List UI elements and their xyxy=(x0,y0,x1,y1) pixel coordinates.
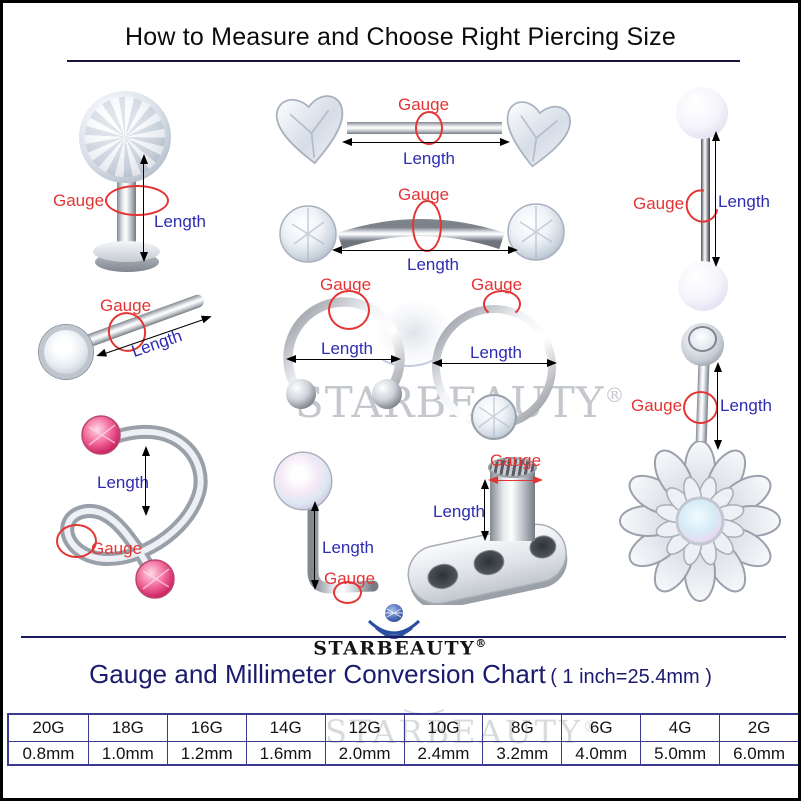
length-label: Length xyxy=(321,339,373,358)
gauge-cell: 16G xyxy=(166,715,246,741)
gauge-cell: 6G xyxy=(561,715,640,741)
barbell-ball-bottom xyxy=(678,261,728,311)
gauge-cell: 2G xyxy=(719,715,798,741)
l-shape-gem xyxy=(275,453,331,509)
conversion-heading: Gauge and Millimeter Conversion Chart ( … xyxy=(3,659,798,690)
gauge-cell: 20G xyxy=(32,718,65,737)
gauge-circle xyxy=(328,290,370,330)
gauge-label: Gauge xyxy=(398,95,450,114)
gauge-circle xyxy=(56,524,97,558)
mm-cell: 0.8mm xyxy=(9,741,88,766)
mm-cell: 3.2mm xyxy=(482,741,562,766)
dermal-post-threads xyxy=(490,459,535,476)
gauge-cell: 4G xyxy=(640,715,719,741)
barbell-ball-top xyxy=(676,87,728,139)
length-arrow xyxy=(481,479,490,541)
gauge-label: Gauge xyxy=(53,191,105,210)
length-label: Length xyxy=(97,473,149,492)
page-title: How to Measure and Choose Right Piercing… xyxy=(125,23,676,51)
gauge-circle xyxy=(683,391,718,424)
logo-divider xyxy=(21,636,786,638)
belly-top-gem xyxy=(690,328,715,350)
barbell-bar xyxy=(701,136,710,262)
mm-cell: 1.6mm xyxy=(245,741,325,766)
gauge-cell: 8G xyxy=(482,715,561,741)
length-arrow xyxy=(311,501,320,590)
conversion-note: ( 1 inch=25.4mm ) xyxy=(550,666,712,688)
length-label: Length xyxy=(720,396,772,415)
gauge-ellipse xyxy=(105,185,169,216)
length-arrow xyxy=(342,138,510,147)
length-arrow xyxy=(714,362,723,450)
length-label: Length xyxy=(718,192,770,211)
gauge-label: Gauge xyxy=(320,275,372,294)
crystal-flower xyxy=(619,441,781,602)
gauge-ellipse xyxy=(333,581,362,604)
gauge-label: Gauge xyxy=(91,539,143,558)
gauge-ellipse xyxy=(415,111,443,145)
gauge-label: Gauge xyxy=(490,451,542,470)
gauge-arrow xyxy=(488,476,543,485)
gauge-arc xyxy=(483,290,521,318)
mm-cell: 1.2mm xyxy=(166,741,246,766)
length-label: Length xyxy=(433,502,485,521)
mm-cell: 5.0mm xyxy=(640,741,720,766)
gauge-cell: 10G xyxy=(403,715,483,741)
length-label: Length xyxy=(322,538,374,557)
length-arrow xyxy=(286,355,401,364)
length-arrow xyxy=(140,154,149,262)
brand-logo-text: STARBEAUTY® xyxy=(313,637,488,660)
length-arrow xyxy=(432,359,557,368)
conversion-table: 20G 18G 16G 14G 12G 10G 8G 6G 4G 2G 0.8m… xyxy=(7,713,798,766)
gauge-label: Gauge xyxy=(398,185,450,204)
watermark-swoosh-icon xyxy=(375,333,441,367)
gauge-ellipse xyxy=(412,200,442,252)
mm-cell: 1.0mm xyxy=(87,741,167,766)
length-label: Length xyxy=(407,255,459,274)
watermark-brand: STARBEAUTY® xyxy=(325,713,602,751)
length-label: Length xyxy=(154,212,206,231)
gauge-label: Gauge xyxy=(471,275,523,294)
length-arrow xyxy=(332,246,518,255)
gauge-cell: 18G xyxy=(87,715,167,741)
mm-cell: 2.4mm xyxy=(403,741,483,766)
gauge-label: Gauge xyxy=(100,296,152,315)
captive-ring xyxy=(432,305,556,440)
mm-cell: 4.0mm xyxy=(561,741,641,766)
length-label: Length xyxy=(470,343,522,362)
gauge-cell: 14G xyxy=(245,715,325,741)
labret-base-top xyxy=(93,241,160,262)
watermark-swoosh-icon xyxy=(399,693,449,715)
gauge-label: Gauge xyxy=(631,396,683,415)
dermal-base-plate xyxy=(407,523,568,605)
heart-gem-left xyxy=(275,95,344,165)
length-arrow xyxy=(142,446,151,516)
length-arrow xyxy=(712,131,721,267)
nose-gem-head xyxy=(39,325,93,379)
conversion-title: Gauge and Millimeter Conversion Chart xyxy=(89,659,546,689)
title-underline xyxy=(67,60,740,62)
mm-cell: 2.0mm xyxy=(324,741,404,766)
gauge-label: Gauge xyxy=(633,194,685,213)
heart-gem-right xyxy=(506,101,571,168)
gauge-cell: 12G xyxy=(324,715,404,741)
length-label: Length xyxy=(403,149,455,168)
labret-gem xyxy=(79,91,171,183)
mm-cell: 6.0mm xyxy=(719,741,798,766)
spiral-wire xyxy=(60,415,208,599)
brand-diamond-icon xyxy=(367,604,421,639)
